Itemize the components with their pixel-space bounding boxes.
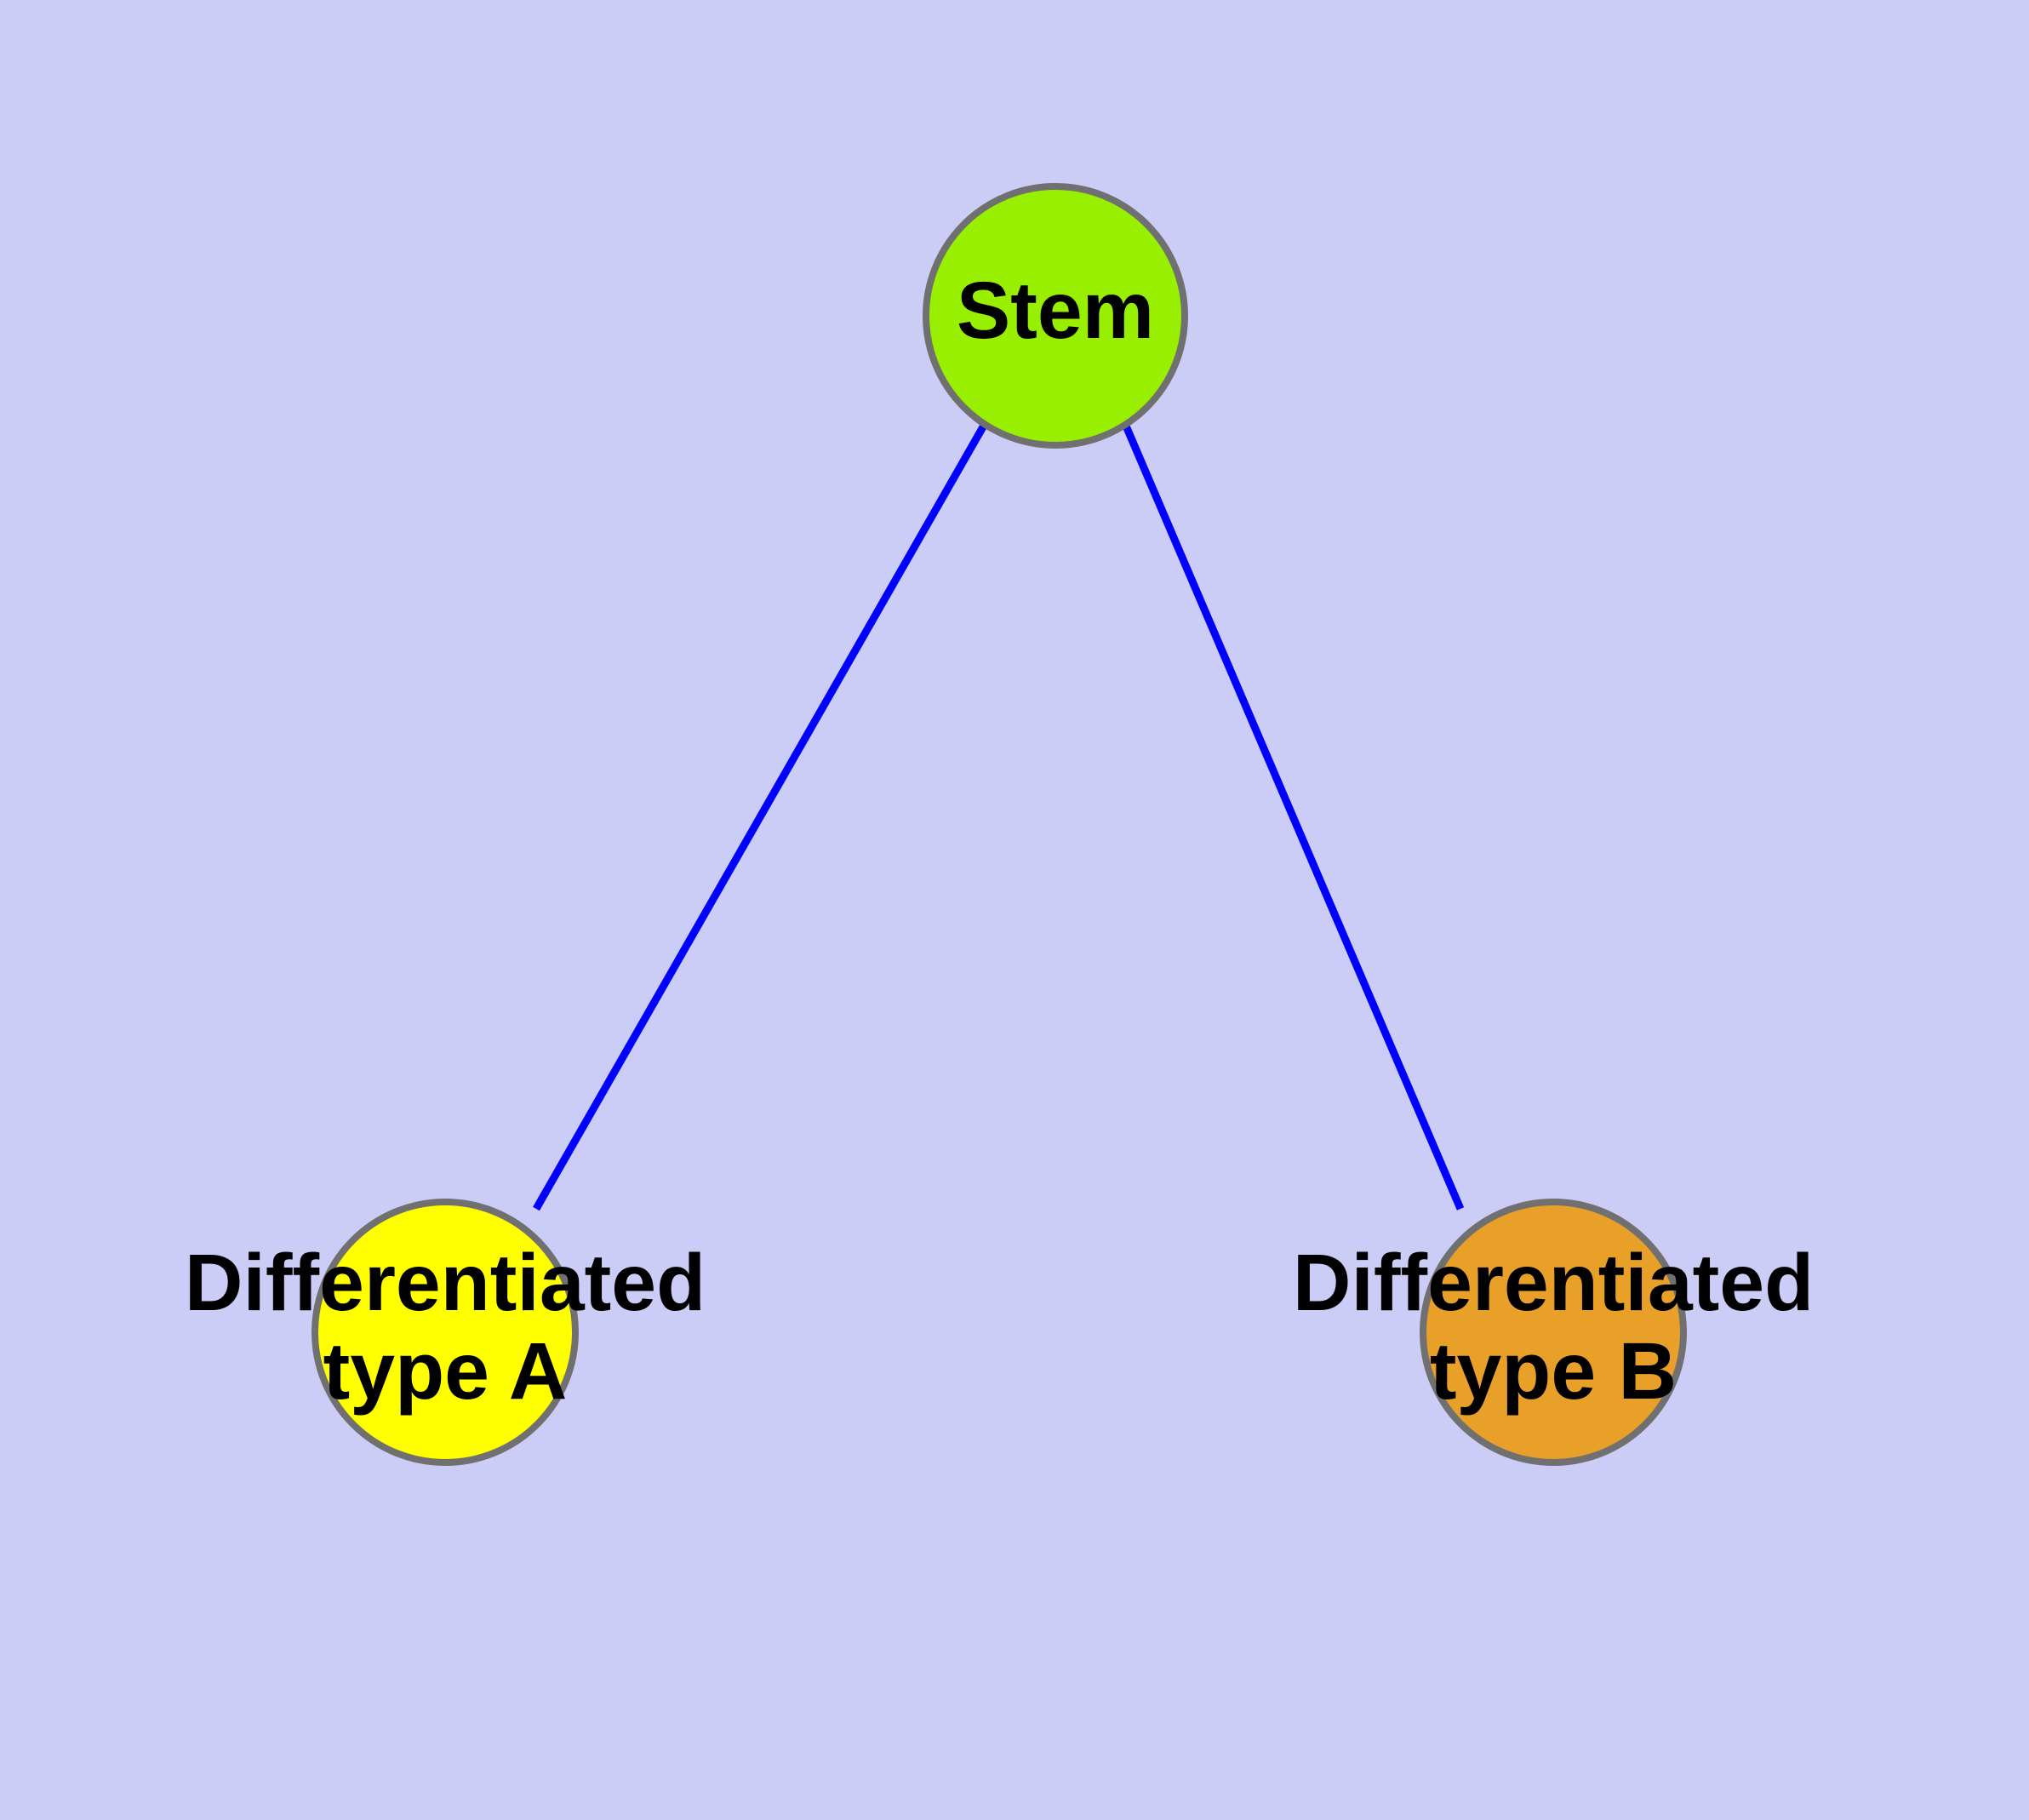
edge-stem-to-diff-a[interactable] bbox=[533, 421, 988, 1211]
edge-layer bbox=[533, 421, 1465, 1211]
node-circle-stem[interactable] bbox=[923, 183, 1188, 449]
node-circle-diff-a[interactable] bbox=[311, 1199, 579, 1466]
node-layer bbox=[311, 183, 1687, 1466]
edge-stem-to-diff-b[interactable] bbox=[1121, 422, 1465, 1210]
node-circle-diff-b[interactable] bbox=[1420, 1199, 1687, 1466]
